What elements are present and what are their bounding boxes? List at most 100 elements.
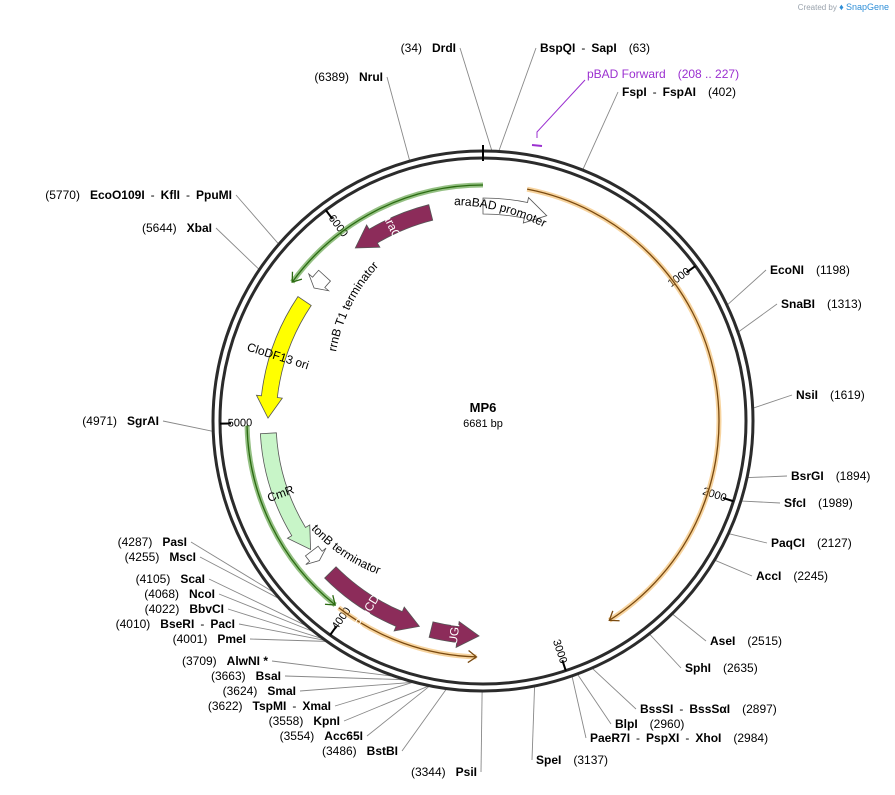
feature-rrnb-t1-terminator[interactable] <box>307 269 332 292</box>
site-bsssi[interactable]: BssSI-BssSαI(2897) <box>592 668 777 716</box>
site-position: (2984) <box>733 731 768 745</box>
primer-label: pBAD Forward(208 .. 227) <box>587 67 739 81</box>
site-leader-line <box>208 578 305 626</box>
feature-arrow <box>259 432 311 551</box>
site-position: (1894) <box>836 469 871 483</box>
site-nrui[interactable]: (6389) NruI <box>314 70 410 161</box>
site-separator: - <box>151 188 155 202</box>
site-leader-line <box>199 556 278 599</box>
feature-arac[interactable]: araC <box>354 204 434 249</box>
site-position: (4022) <box>145 602 180 616</box>
site-position: (6389) <box>314 70 349 84</box>
site-xbai[interactable]: (5644)XbaI <box>142 221 259 270</box>
site-enzyme-name: BsaI <box>256 669 281 683</box>
site-enzyme-name: NruI <box>359 70 383 84</box>
site-leader-line <box>729 533 768 544</box>
site-enzyme-name: PsiI <box>456 765 477 779</box>
site-enzyme-name: BseRI <box>160 617 194 631</box>
site-pmei[interactable]: (4001)PmeI <box>173 632 326 646</box>
site-psii[interactable]: (3344)PsiI <box>411 691 483 779</box>
feature-arabad-promoter[interactable] <box>482 196 548 224</box>
site-enzyme-name: XhoI <box>695 731 721 745</box>
site-enzyme-name: BstBI <box>367 744 398 758</box>
site-enzyme-name: SgrAI <box>127 414 159 428</box>
site-position: (402) <box>708 85 736 99</box>
site-alwni[interactable]: (3709)AlwNI * <box>182 654 392 677</box>
site-position: (5644) <box>142 221 177 235</box>
site-blpi[interactable]: BlpI(2960) <box>577 674 684 731</box>
site-label: (4255) MscI <box>125 550 196 564</box>
outer-feature-arrowhead <box>467 650 478 664</box>
site-leader-line <box>531 687 535 761</box>
site-paqci[interactable]: PaqCI(2127) <box>729 533 852 550</box>
site-smai[interactable]: (3624)SmaI <box>223 681 412 698</box>
site-ncoi[interactable]: (4068)NcoI <box>144 587 312 632</box>
site-sgrai[interactable]: (4971) SgrAI <box>82 414 213 432</box>
outer-feature-arrowhead <box>608 610 620 622</box>
site-position: (3622) <box>208 699 243 713</box>
site-leader-line <box>271 660 392 677</box>
site-label: BssSI-BssSαI(2897) <box>640 702 777 716</box>
rrnb-terminator-label: rrnB T1 terminator <box>325 259 381 353</box>
site-label: AccI(2245) <box>756 569 828 583</box>
site-label: NsiI(1619) <box>796 388 865 402</box>
site-nsii[interactable]: NsiI(1619) <box>753 388 865 409</box>
primer[interactable]: pBAD Forward(208 .. 227) <box>531 67 739 147</box>
site-kpni[interactable]: (3558)KpnI <box>269 685 429 728</box>
site-position: (3554) <box>280 729 315 743</box>
site-label: AseI(2515) <box>710 634 782 648</box>
site-enzyme-name: FspAI <box>663 85 696 99</box>
site-label: SnaBI(1313) <box>781 297 862 311</box>
site-paer7i[interactable]: PaeR7I-PspXI-XhoI(2984) <box>571 676 768 745</box>
site-enzyme-name: PpuMI <box>196 188 232 202</box>
site-ecoo109i[interactable]: (5770)EcoO109I-KflI-PpuMI <box>45 188 279 244</box>
site-sfci[interactable]: SfcI(1989) <box>741 496 853 510</box>
site-leader-line <box>727 269 767 305</box>
site-bstbi[interactable]: (3486)BstBI <box>322 689 447 758</box>
site-pasi[interactable]: (4287)PasI <box>118 535 273 592</box>
site-bbvci[interactable]: (4022)BbvCI <box>145 602 322 639</box>
site-enzyme-name: SfcI <box>784 496 806 510</box>
site-msci[interactable]: (4255) MscI <box>125 550 278 599</box>
site-enzyme-name: PaqCI <box>771 536 805 550</box>
site-asei[interactable]: AseI(2515) <box>672 614 782 648</box>
site-enzyme-name: SmaI <box>267 684 296 698</box>
site-leader-line <box>162 420 213 432</box>
site-position: (4068) <box>144 587 179 601</box>
site-leader-line <box>582 91 619 170</box>
feature-arrow <box>428 620 480 649</box>
site-bsrgi[interactable]: BsrGI(1894) <box>748 469 870 483</box>
site-leader-line <box>238 623 324 641</box>
site-leader-line <box>480 691 483 773</box>
site-econi[interactable]: EcoNI(1198) <box>727 263 850 305</box>
site-label: PaeR7I-PspXI-XhoI(2984) <box>590 731 768 745</box>
feature-ugi[interactable]: UGI <box>428 620 480 649</box>
site-position: (2897) <box>742 702 777 716</box>
site-snabi[interactable]: SnaBI(1313) <box>738 297 862 333</box>
site-label: (3622)TspMI-XmaI <box>208 699 331 713</box>
feature-cmr[interactable]: CmR <box>259 432 311 551</box>
brand-created-by: Created by <box>797 3 837 12</box>
site-tspmi[interactable]: (3622)TspMI-XmaI <box>208 682 413 713</box>
site-sphi[interactable]: SphI(2635) <box>649 634 758 675</box>
site-spei[interactable]: SpeI(3137) <box>531 687 608 767</box>
plasmid-name: MP6 <box>470 400 497 415</box>
site-bspqi[interactable]: BspQI-SapI(63) <box>498 41 650 151</box>
site-scai[interactable]: (4105)ScaI <box>136 572 305 626</box>
site-position: (4255) <box>125 550 160 564</box>
site-position: (4971) <box>82 414 117 428</box>
site-acci[interactable]: AccI(2245) <box>715 560 828 583</box>
site-bseri[interactable]: (4010)BseRI-PacI <box>116 617 324 641</box>
site-acc65i[interactable]: (3554)Acc65I <box>280 686 430 743</box>
site-enzyme-name: AccI <box>756 569 781 583</box>
backbone <box>211 145 755 693</box>
site-fspi[interactable]: FspI-FspAI(402) <box>582 85 736 170</box>
site-enzyme-name: MscI <box>169 550 196 564</box>
site-drdi[interactable]: (34)DrdI <box>401 41 493 151</box>
feature-clodf13-ori[interactable]: CloDF13 ori <box>245 296 312 419</box>
feature-tonb-terminator[interactable] <box>304 545 327 565</box>
site-bsai[interactable]: (3663)BsaI <box>211 669 403 683</box>
plasmid-title: MP6 6681 bp <box>463 400 503 430</box>
